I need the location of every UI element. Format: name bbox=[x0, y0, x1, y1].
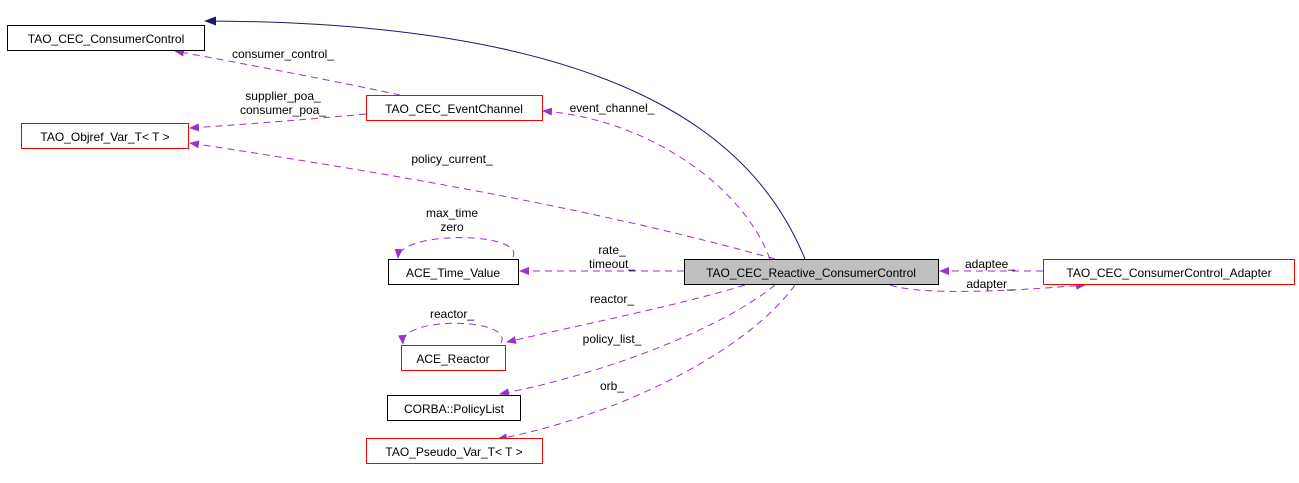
node-pseudo-var[interactable]: TAO_Pseudo_Var_T< T > bbox=[366, 438, 543, 464]
edge-reactor bbox=[506, 284, 746, 344]
node-label: TAO_CEC_ConsumerControl bbox=[28, 32, 185, 46]
edge-poa bbox=[189, 113, 367, 132]
node-reactor[interactable]: ACE_Reactor bbox=[401, 345, 506, 371]
label-policy-current: policy_current_ bbox=[411, 152, 493, 166]
edge-consumer-control bbox=[174, 48, 401, 96]
label-policy-list: policy_list_ bbox=[583, 332, 642, 346]
label-event-channel: event_channel_ bbox=[570, 101, 655, 115]
node-label: TAO_Pseudo_Var_T< T > bbox=[385, 445, 522, 459]
node-consumer-control-adapter[interactable]: TAO_CEC_ConsumerControl_Adapter bbox=[1043, 259, 1295, 285]
node-label: TAO_Objref_Var_T< T > bbox=[40, 130, 169, 144]
label-supplier-poa: supplier_poa_ bbox=[245, 89, 321, 103]
node-label: TAO_CEC_Reactive_ConsumerControl bbox=[706, 266, 916, 280]
node-label: ACE_Reactor bbox=[416, 352, 489, 366]
edge-reactor-self bbox=[398, 322, 503, 345]
label-max-time: max_time bbox=[426, 206, 478, 220]
node-objref-var[interactable]: TAO_Objref_Var_T< T > bbox=[21, 123, 189, 149]
label-consumer-control: consumer_control_ bbox=[232, 47, 334, 61]
node-reactive-consumer-control: TAO_CEC_Reactive_ConsumerControl bbox=[684, 259, 939, 285]
node-time-value[interactable]: ACE_Time_Value bbox=[388, 259, 519, 285]
node-policy-list[interactable]: CORBA::PolicyList bbox=[387, 395, 521, 421]
node-label: TAO_CEC_ConsumerControl_Adapter bbox=[1066, 266, 1271, 280]
node-event-channel[interactable]: TAO_CEC_EventChannel bbox=[366, 95, 543, 121]
node-label: TAO_CEC_EventChannel bbox=[385, 102, 523, 116]
label-zero: zero bbox=[440, 220, 464, 234]
label-adaptee: adaptee_ bbox=[965, 257, 1015, 271]
edge-policy-current bbox=[189, 140, 776, 260]
edge-orb bbox=[497, 284, 796, 442]
label-reactor: reactor_ bbox=[590, 292, 634, 306]
node-consumer-control[interactable]: TAO_CEC_ConsumerControl bbox=[7, 25, 205, 51]
edge-policy-list bbox=[499, 284, 776, 397]
label-consumer-poa: consumer_poa_ bbox=[240, 103, 326, 117]
edge-adapter bbox=[889, 281, 1086, 292]
label-orb: orb_ bbox=[600, 379, 624, 393]
inheritance-edge bbox=[204, 16, 806, 260]
label-timeout: timeout_ bbox=[589, 257, 635, 271]
edge-time-value-self bbox=[394, 237, 515, 259]
label-reactor-self: reactor_ bbox=[430, 307, 474, 321]
node-label: CORBA::PolicyList bbox=[404, 402, 505, 416]
label-rate: rate_ bbox=[598, 243, 626, 257]
node-label: ACE_Time_Value bbox=[406, 266, 500, 280]
edge-event-channel bbox=[542, 107, 771, 260]
label-adapter: adapter_ bbox=[966, 277, 1014, 291]
